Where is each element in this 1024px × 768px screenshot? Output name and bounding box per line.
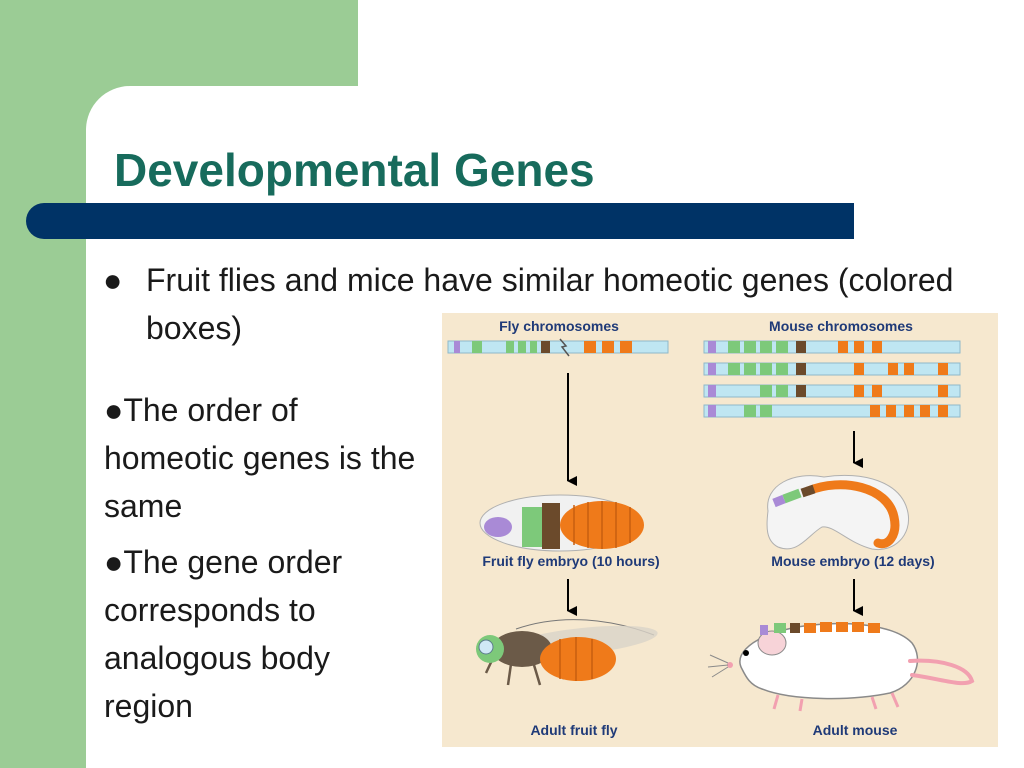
mouse-chromosomes-label: Mouse chromosomes [769,318,913,334]
mouse-chromosome-3 [703,384,961,398]
slide-title: Developmental Genes [114,144,595,196]
break-icon [559,338,570,357]
mouse-embryo-label: Mouse embryo (12 days) [771,553,934,569]
bullet-marker: ● [103,262,123,298]
mouse-chromosome-4 [703,404,961,418]
figure-illustration: Fly chromosomes Mouse chromosomes [447,318,975,738]
sub-bullet-gene-order: ●The order of homeotic genes is the same [104,392,416,524]
main-bullet-text: Fruit flies and mice have similar homeot… [146,262,954,346]
adult-fly-label: Adult fruit fly [530,722,617,738]
adult-mouse-illustration [707,622,975,712]
mouse-chromosome-2 [703,362,961,376]
adult-mouse-label: Adult mouse [813,722,898,738]
adult-fly-illustration [476,619,658,686]
sub-bullet-body-region: ●The gene order corresponds to analogous… [104,544,343,724]
homeotic-genes-figure: Fly chromosomes Mouse chromosomes [442,313,998,747]
mouse-embryo-illustration [766,474,910,551]
mouse-chromosome-1 [703,340,961,354]
title-rule-bar [26,203,854,239]
fly-chromosomes-label: Fly chromosomes [499,318,619,334]
fly-embryo-illustration [479,494,644,552]
fly-chromosome [447,338,669,357]
fly-embryo-label: Fruit fly embryo (10 hours) [482,553,659,569]
